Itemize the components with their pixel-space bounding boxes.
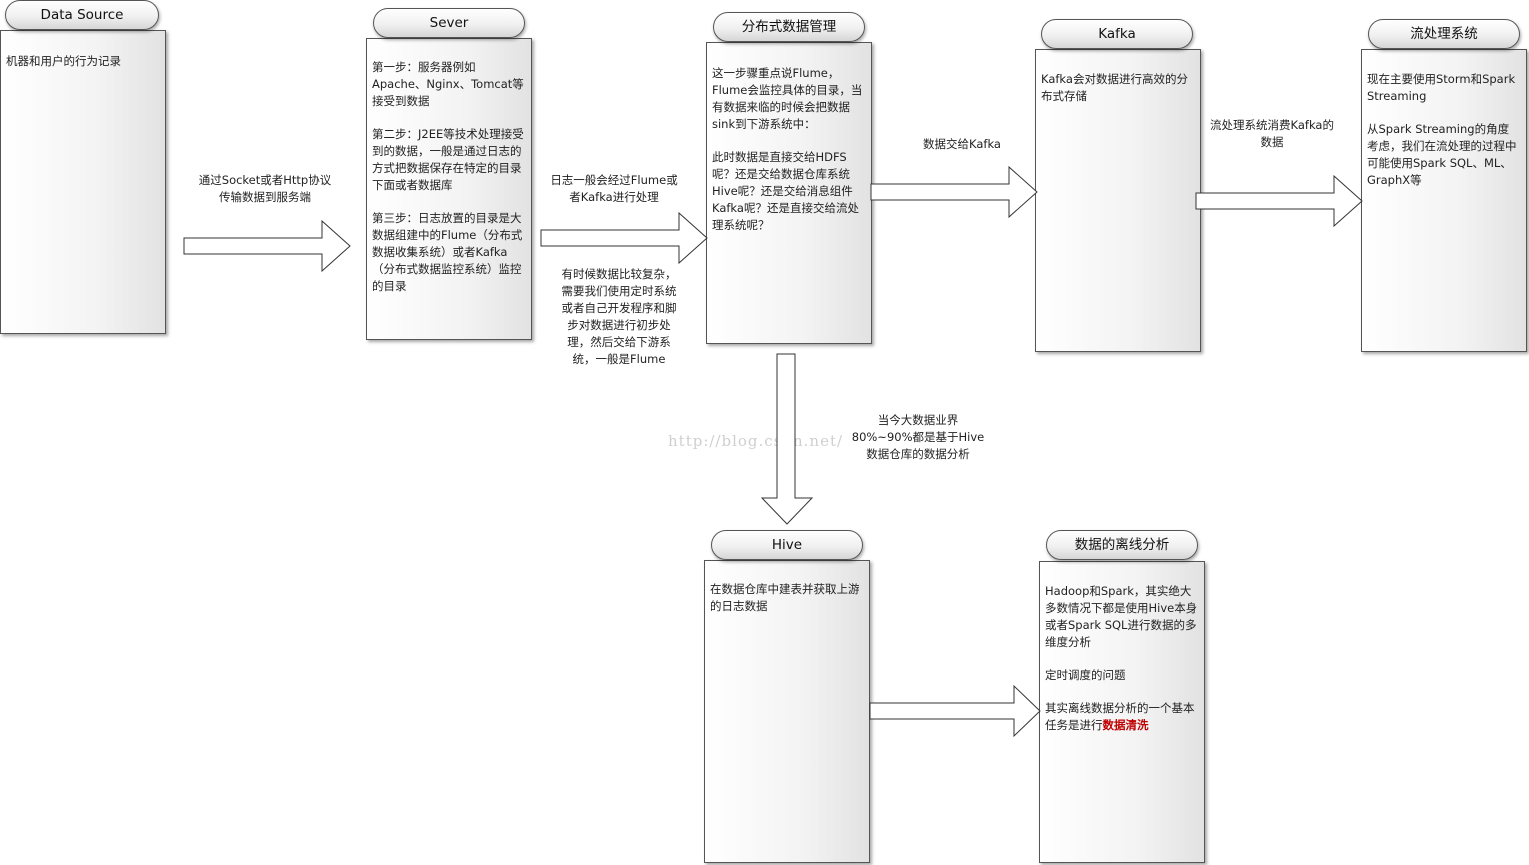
edge-label-flume-kafka: 日志一般会经过Flume或者Kafka进行处理 xyxy=(550,173,678,204)
node-title-stream: 流处理系统 xyxy=(1368,19,1520,49)
node-box-server: 第一步：服务器例如Apache、Nginx、Tomcat等接受到数据 第二步：J… xyxy=(366,38,532,340)
stream-text-1: 现在主要使用Storm和Spark Streaming xyxy=(1367,72,1516,103)
offline-text-1: Hadoop和Spark，其实绝大多数情况下都是使用Hive本身或者Spark … xyxy=(1045,584,1198,649)
kafka-text-1: Kafka会对数据进行高效的分布式存储 xyxy=(1041,72,1188,103)
node-title-kafka: Kafka xyxy=(1041,19,1193,49)
datasource-text-1: 机器和用户的行为记录 xyxy=(6,54,121,68)
node-title-hive: Hive xyxy=(711,530,863,560)
edge-label-socket-http: 通过Socket或者Http协议传输数据到服务端 xyxy=(198,173,332,204)
distributed-text-2: 此时数据是直接交给HDFS呢？还是交给数据仓库系统Hive呢？还是交给消息组件K… xyxy=(712,150,859,232)
node-box-kafka: Kafka会对数据进行高效的分布式存储 xyxy=(1035,49,1201,352)
edge-note-preprocessing: 有时候数据比较复杂，需要我们使用定时系统或者自己开发程序和脚步对数据进行初步处理… xyxy=(561,267,677,366)
arrow-distributed-to-kafka xyxy=(870,165,1038,219)
arrow-server-to-distributed xyxy=(540,211,708,265)
arrow-kafka-to-stream xyxy=(1195,174,1363,228)
node-box-datasource: 机器和用户的行为记录 xyxy=(0,30,166,334)
edge-label-stream-consume: 流处理系统消费Kafka的数据 xyxy=(1210,118,1334,149)
node-title-datasource: Data Source xyxy=(5,0,159,30)
server-text-3: 第三步：日志放置的目录是大数据组建中的Flume（分布式数据收集系统）或者Kaf… xyxy=(372,211,523,293)
node-title-server: Sever xyxy=(373,8,525,38)
offline-text-3-prefix: 其实离线数据分析的一个基本任务是进行 xyxy=(1045,701,1195,732)
node-box-hive: 在数据仓库中建表并获取上游的日志数据 xyxy=(704,560,870,863)
node-title-offline: 数据的离线分析 xyxy=(1046,530,1198,560)
offline-text-3-highlight: 数据清洗 xyxy=(1102,718,1149,732)
arrow-datasource-to-server xyxy=(183,219,351,273)
stream-text-2: 从Spark Streaming的角度考虑，我们在流处理的过程中可能使用Spar… xyxy=(1367,122,1517,187)
edge-label-hive-percent: 当今大数据业界80%~90%都是基于Hive数据仓库的数据分析 xyxy=(851,413,985,461)
distributed-text-1: 这一步骤重点说Flume，Flume会监控具体的目录，当有数据来临的时候会把数据… xyxy=(712,66,863,131)
node-box-stream: 现在主要使用Storm和Spark Streaming 从Spark Strea… xyxy=(1361,49,1527,352)
node-box-distributed: 这一步骤重点说Flume，Flume会监控具体的目录，当有数据来临的时候会把数据… xyxy=(706,42,872,344)
node-title-distributed: 分布式数据管理 xyxy=(713,12,865,42)
server-text-1: 第一步：服务器例如Apache、Nginx、Tomcat等接受到数据 xyxy=(372,60,524,108)
edge-label-to-kafka: 数据交给Kafka xyxy=(923,137,1001,151)
hive-text-1: 在数据仓库中建表并获取上游的日志数据 xyxy=(710,582,860,613)
watermark-text: http://blog.csdn.net/ xyxy=(668,432,844,450)
arrow-hive-to-offline xyxy=(869,684,1041,738)
offline-text-3: 其实离线数据分析的一个基本任务是进行数据清洗 xyxy=(1045,700,1198,734)
arrow-distributed-to-hive xyxy=(760,353,814,525)
node-box-offline: Hadoop和Spark，其实绝大多数情况下都是使用Hive本身或者Spark … xyxy=(1039,561,1205,863)
offline-text-2: 定时调度的问题 xyxy=(1045,668,1126,682)
server-text-2: 第二步：J2EE等技术处理接受到的数据，一般是通过日志的方式把数据保存在特定的目… xyxy=(372,127,524,192)
